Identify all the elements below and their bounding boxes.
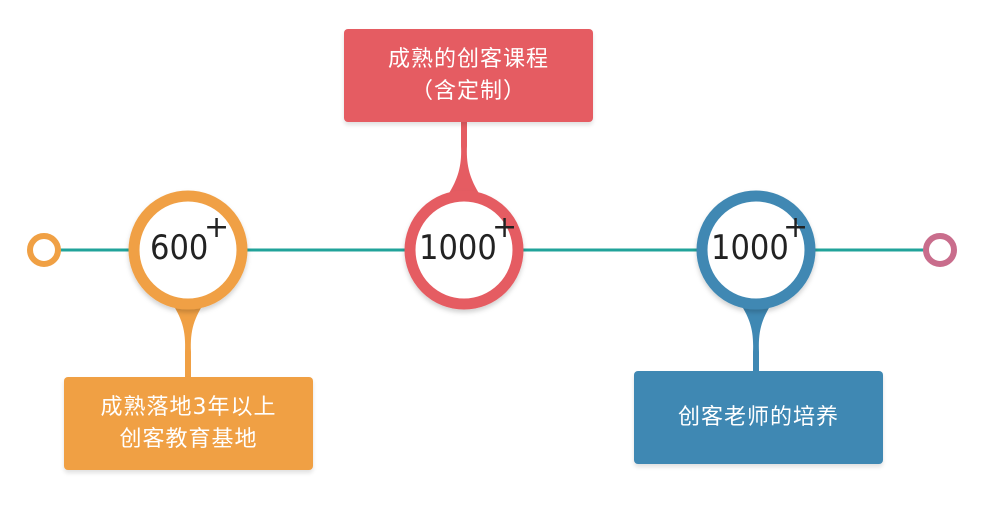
milestone-1-plus: +	[204, 210, 230, 245]
milestone-1-card: 成熟落地3年以上 创客教育基地	[64, 377, 313, 470]
milestone-1-value: 600	[150, 228, 208, 268]
milestone-1-ring	[128, 190, 248, 310]
milestone-2-number: 1000	[419, 228, 497, 268]
milestone-1-number: 600	[150, 228, 209, 268]
milestone-2-card-line-2: （含定制）	[410, 78, 526, 104]
milestone-3-card-line-1: 创客老师的培养	[677, 404, 839, 430]
milestone-2-card-line-1: 成熟的创客课程	[387, 46, 549, 72]
milestone-3-plus: +	[783, 210, 809, 245]
milestone-2-ring	[404, 190, 524, 310]
milestone-2-connector	[446, 118, 482, 198]
milestone-1-card-line-2: 创客教育基地	[119, 426, 258, 452]
timeline-start-dot	[27, 233, 61, 267]
milestone-3-ring	[696, 190, 816, 310]
milestone-3-value: 1000	[711, 228, 789, 268]
milestone-3-number: 1000	[711, 228, 789, 268]
milestone-2-card: 成熟的创客课程 （含定制）	[344, 29, 593, 122]
milestone-2-plus: +	[492, 210, 518, 245]
milestone-2-value: 1000	[419, 228, 497, 268]
milestone-1-card-line-1: 成熟落地3年以上	[100, 394, 277, 420]
milestone-3-connector	[738, 300, 774, 374]
timeline-end-dot	[923, 233, 957, 267]
milestone-1-connector	[170, 300, 206, 380]
milestone-3-card: 创客老师的培养	[634, 371, 883, 464]
